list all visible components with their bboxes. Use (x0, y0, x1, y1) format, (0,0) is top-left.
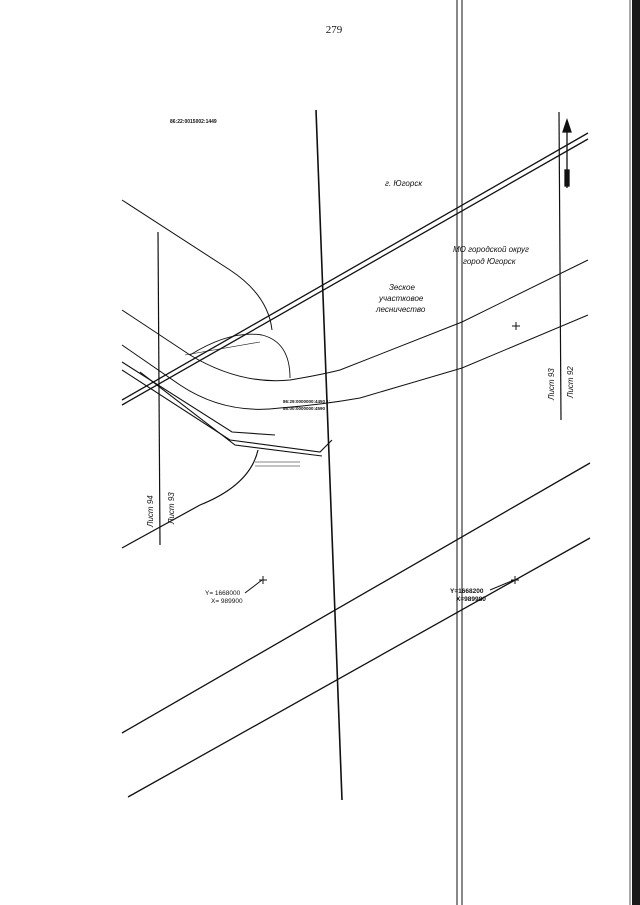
diagonal-line-2 (127, 537, 591, 798)
sheet-label-94: Лист 94 (146, 495, 155, 528)
sheet-label-92: Лист 92 (566, 366, 575, 399)
forestry-label-2: участковое (378, 294, 424, 303)
parcel-label-mid-1: 86:29:0000000:4450 1: (283, 399, 331, 404)
sheet-label-93-left: Лист 93 (167, 492, 176, 525)
forestry-label-3: лесничество (375, 305, 426, 314)
north-arrow-icon (562, 117, 572, 188)
sheet-boundary-right (558, 111, 562, 421)
boundary-line-vertical (315, 109, 343, 801)
coord-callout-right (489, 576, 519, 591)
forestry-boundary-outer (121, 259, 589, 382)
sheet-label-93-right: Лист 93 (547, 368, 556, 401)
parcel-boundary-curve-upper (121, 199, 273, 331)
point-mark-plus (512, 322, 520, 330)
junction-annotation (184, 341, 300, 467)
coord-right-x: X=989980 (456, 596, 486, 603)
sheet-boundary-left (157, 231, 161, 546)
coord-left-y: Y= 1668000 (205, 590, 241, 597)
coord-right-y: Y=1668200 (450, 588, 484, 595)
forestry-boundary-inner (121, 314, 589, 410)
municipality-label-2: город Югорск (463, 257, 517, 266)
parcel-boundary-curve-lower (121, 449, 259, 549)
road-branch-double (121, 361, 333, 457)
parcel-label-top: 86:22:0015002:1449 (170, 119, 217, 125)
municipality-label-1: МО городской округ (453, 245, 529, 254)
coord-callout-left (244, 576, 267, 594)
diagonal-line-1 (121, 462, 591, 734)
page-number: 279 (326, 24, 343, 36)
forestry-label-1: Зеское (389, 283, 415, 292)
page-edge-shadow (632, 0, 640, 905)
city-label: г. Югорск (385, 179, 423, 188)
parcel-label-mid-2: 86:00:0000000:4590 (283, 406, 326, 411)
grid-line-vertical-right (456, 0, 463, 905)
coord-left-x: X= 989900 (211, 598, 243, 605)
junction-curve (189, 333, 291, 379)
